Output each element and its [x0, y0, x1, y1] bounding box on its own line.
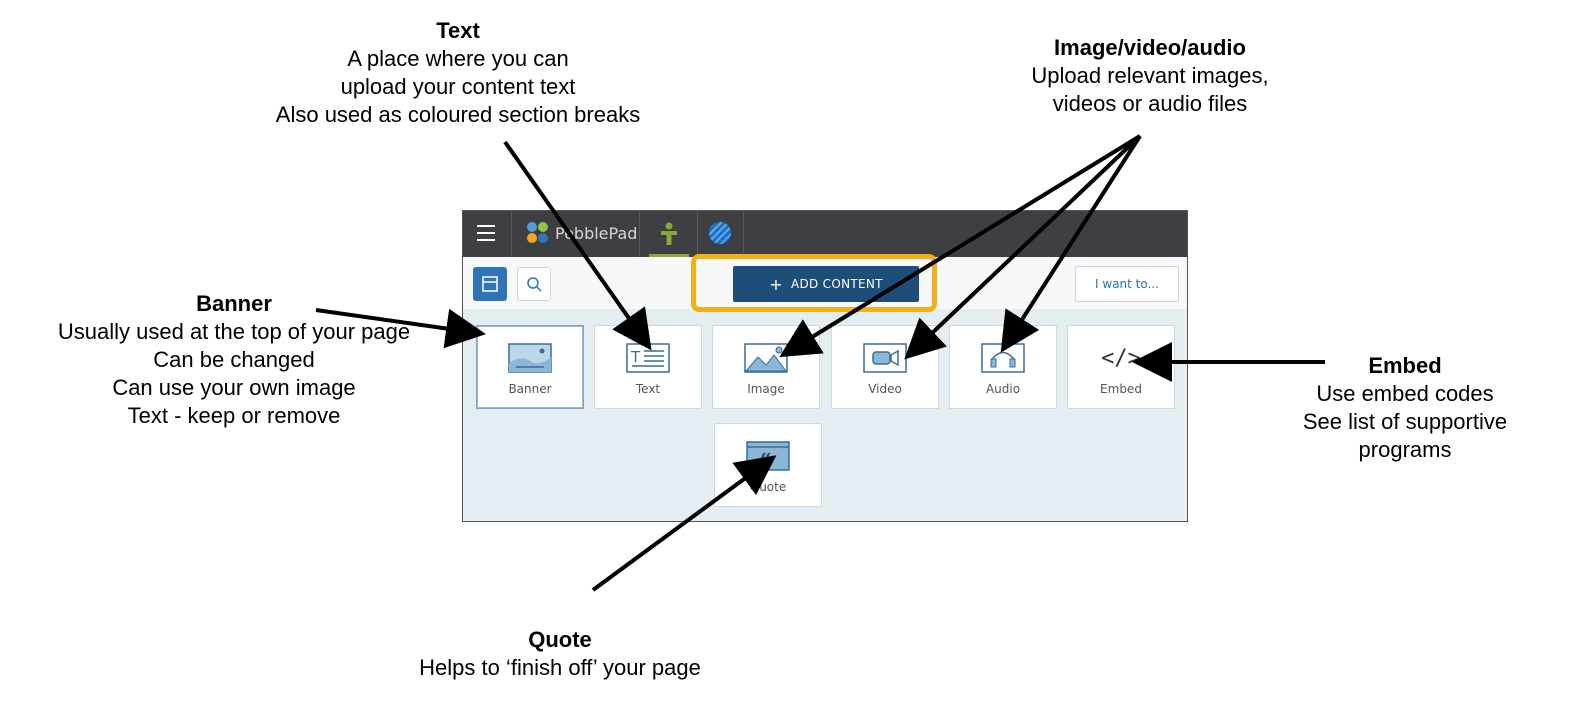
i-want-to-button[interactable]: I want to... [1075, 266, 1179, 302]
tile-label: Quote [749, 480, 787, 494]
divider [743, 211, 744, 257]
annotation-quote: Quote Helps to ‘finish off’ your page [370, 626, 750, 682]
top-bar: PebblePad [463, 211, 1187, 257]
annotation-banner: Banner Usually used at the top of your p… [14, 290, 454, 430]
globe-icon[interactable] [709, 222, 731, 244]
search-icon [527, 277, 542, 292]
annotation-line: Helps to ‘finish off’ your page [419, 655, 701, 680]
tile-text[interactable]: T Text [594, 325, 702, 409]
annotation-line: A place where you can [347, 46, 569, 71]
annotation-title: Text [436, 18, 480, 43]
tile-embed[interactable]: </> Embed [1067, 325, 1175, 409]
annotation-line: videos or audio files [1052, 91, 1248, 116]
annotation-line: Can be changed [153, 347, 315, 372]
tile-label: Text [635, 382, 661, 396]
svg-text:T: T [630, 348, 641, 366]
tile-label: Banner [508, 382, 552, 396]
annotation-line: programs [1358, 437, 1452, 462]
image-icon [713, 340, 819, 376]
annotation-media: Image/video/audio Upload relevant images… [980, 34, 1320, 118]
annotation-title: Embed [1368, 353, 1442, 378]
active-tab-indicator [649, 254, 689, 257]
tile-label: Video [868, 382, 902, 396]
annotation-line: Usually used at the top of your page [57, 319, 411, 344]
tile-quote[interactable]: “ Quote [714, 423, 822, 507]
divider [639, 211, 640, 257]
pebblepad-logo-icon [527, 222, 549, 244]
tile-label: Embed [1100, 382, 1142, 396]
annotation-line: See list of supportive [1302, 409, 1508, 434]
plus-icon: + [769, 274, 783, 294]
video-icon [832, 340, 938, 376]
annotation-line: Use embed codes [1316, 381, 1494, 406]
embed-icon: </> [1068, 340, 1174, 376]
divider [511, 211, 512, 257]
quote-glyph: “ [760, 448, 772, 471]
audio-icon [950, 340, 1056, 376]
annotation-title: Image/video/audio [1054, 35, 1246, 60]
annotation-line: Can use your own image [112, 375, 356, 400]
embed-glyph: </> [1101, 345, 1141, 371]
quote-icon: “ [715, 438, 821, 474]
text-icon: T [595, 340, 701, 376]
tile-banner[interactable]: Banner [476, 325, 584, 409]
brand-name: PebblePad [555, 224, 638, 243]
search-button[interactable] [517, 267, 551, 301]
tile-video[interactable]: Video [831, 325, 939, 409]
add-content-label: ADD CONTENT [790, 276, 883, 291]
annotation-line: Also used as coloured section breaks [275, 102, 641, 127]
hamburger-menu-icon[interactable] [477, 225, 495, 241]
annotation-title: Banner [196, 291, 272, 316]
person-icon [661, 222, 677, 245]
person-tab[interactable] [649, 211, 689, 257]
tile-label: Audio [985, 382, 1021, 396]
annotation-line: Text - keep or remove [127, 403, 341, 428]
divider [697, 211, 698, 257]
annotation-embed: Embed Use embed codes See list of suppor… [1270, 352, 1540, 464]
annotation-line: Upload relevant images, [1031, 63, 1269, 88]
save-button[interactable] [473, 267, 507, 301]
annotation-text: Text A place where you can upload your c… [236, 17, 680, 129]
pebblepad-screenshot: PebblePad +ADD CO [462, 210, 1188, 522]
annotation-title: Quote [528, 627, 592, 652]
save-icon [482, 276, 498, 292]
banner-icon [477, 340, 583, 376]
tile-image[interactable]: Image [712, 325, 820, 409]
annotation-line: upload your content text [340, 74, 576, 99]
add-content-button[interactable]: + ADD CONTENT [733, 266, 919, 302]
tile-audio[interactable]: Audio [949, 325, 1057, 409]
tile-label: Image [747, 382, 785, 396]
